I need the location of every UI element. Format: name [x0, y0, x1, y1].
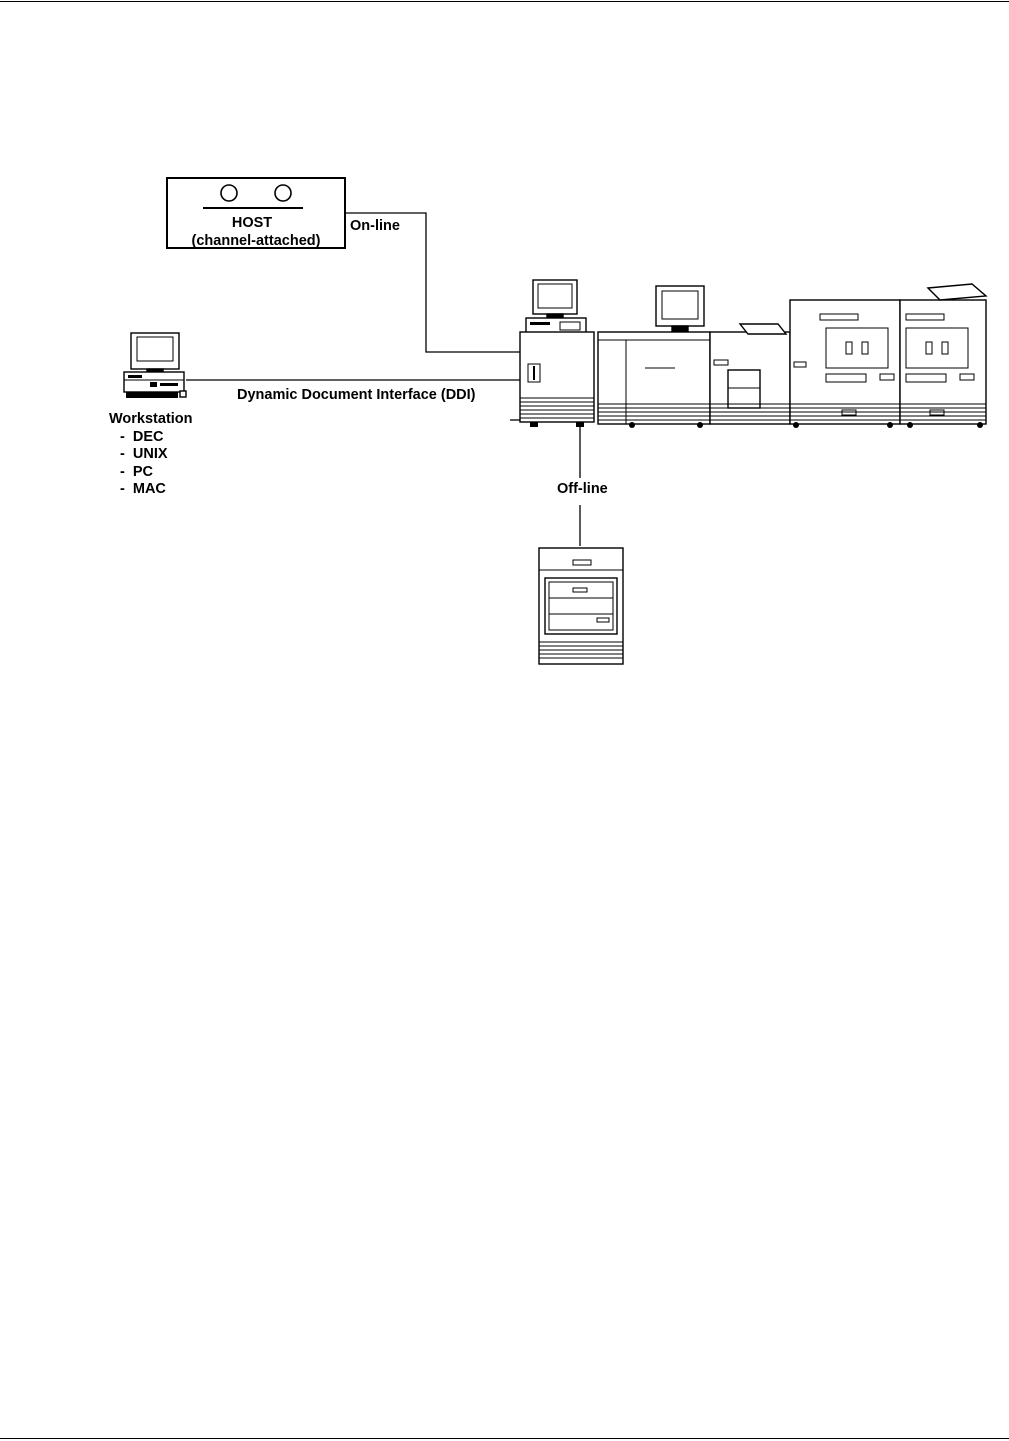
- workstation-item: - UNIX: [120, 446, 168, 462]
- workstation-item: - MAC: [120, 481, 166, 497]
- host-box: HOST (channel-attached): [166, 177, 346, 249]
- ddi-label: Dynamic Document Interface (DDI): [237, 387, 476, 403]
- printer-controller-icon: [519, 279, 595, 427]
- online-label: On-line: [350, 218, 400, 234]
- host-title: HOST: [232, 215, 272, 231]
- workstation-item: - DEC: [120, 429, 164, 445]
- online-line: [345, 212, 520, 353]
- host-subtitle: (channel-attached): [192, 233, 321, 249]
- workstation-computer-icon: [123, 332, 187, 398]
- host-reel-icon: [220, 184, 238, 202]
- workstation-title: Workstation: [109, 411, 193, 427]
- host-reel-icon: [274, 184, 292, 202]
- top-rule: [0, 1, 1009, 2]
- bottom-rule: [0, 1438, 1009, 1439]
- offline-label: Off-line: [557, 481, 608, 497]
- offline-tape-unit-icon: [538, 547, 624, 665]
- connection-lines: [186, 212, 581, 546]
- printing-system-icon: [597, 283, 988, 428]
- workstation-item: - PC: [120, 464, 154, 480]
